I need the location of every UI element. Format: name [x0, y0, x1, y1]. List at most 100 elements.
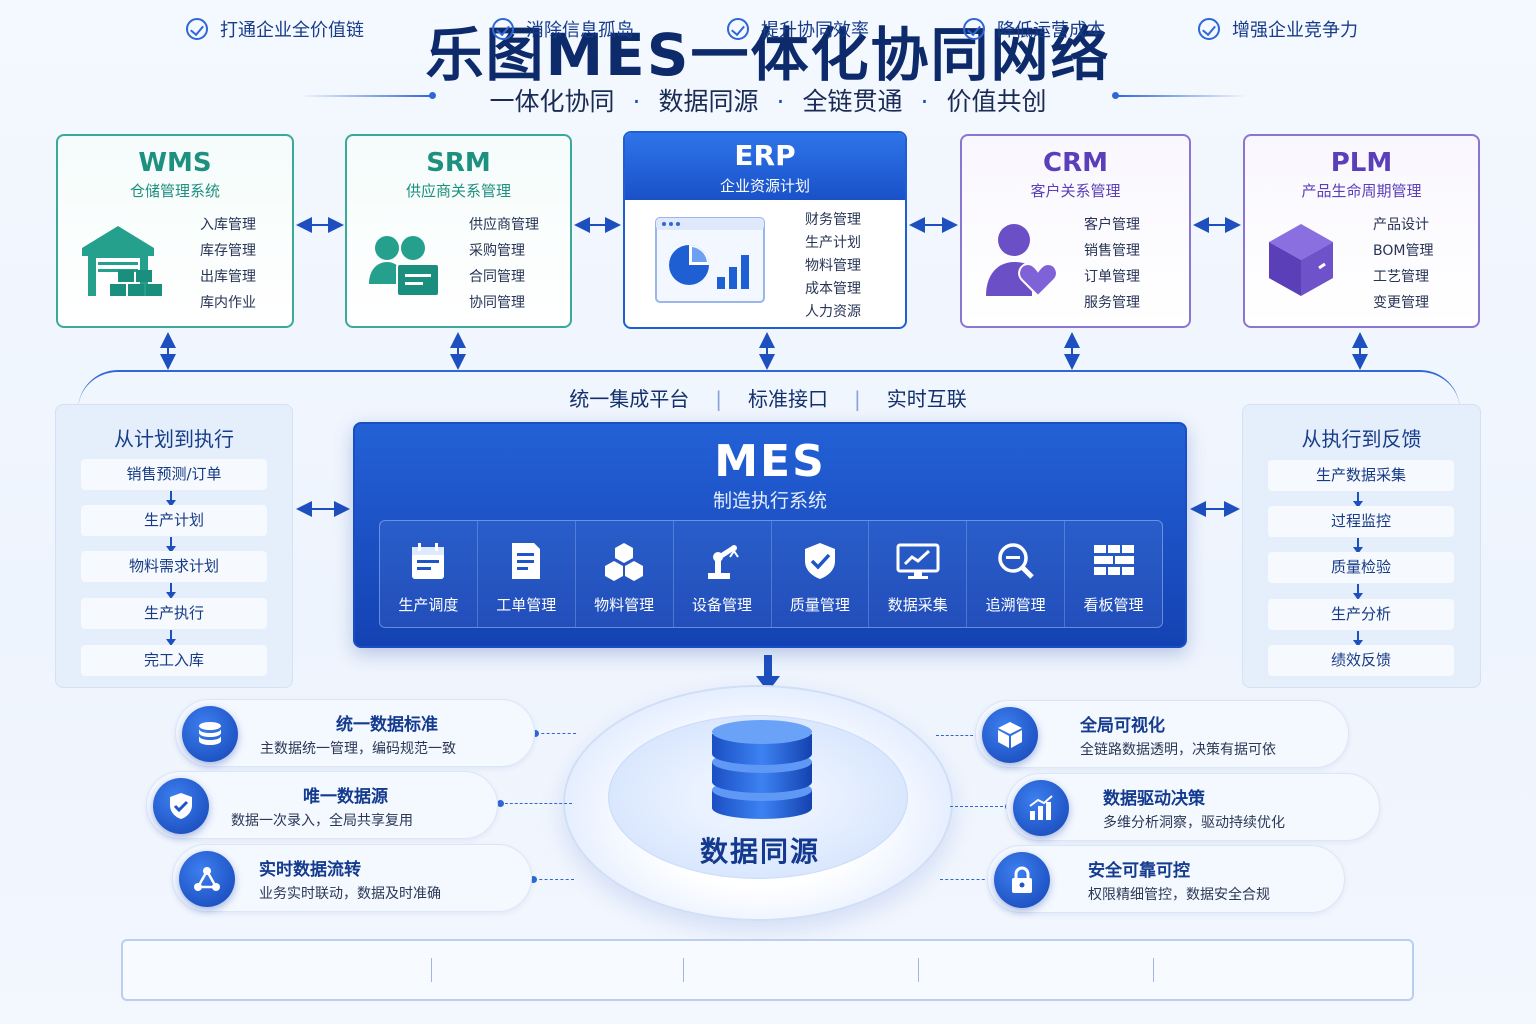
feature-data-driven: 数据驱动决策 多维分析洞察，驱动持续优化	[1006, 773, 1380, 841]
system-item: 财务管理	[805, 212, 861, 228]
feature-connector	[940, 879, 990, 880]
database-icon	[199, 722, 221, 745]
feature-description: 权限精细管控，数据安全合规	[1088, 887, 1270, 903]
cube-icon	[998, 722, 1022, 748]
network-icon	[194, 867, 220, 891]
flow-step: 绩效反馈	[1268, 645, 1454, 676]
system-subtitle: 供应商关系管理	[405, 182, 511, 200]
boxes-icon	[605, 543, 644, 581]
feature-connector	[950, 806, 1008, 807]
feature-realtime-flow: 实时数据流转 业务实时联动，数据及时准确	[172, 844, 532, 912]
tagline: 一体化协同·数据同源·全链贯通·价值共创	[0, 82, 1536, 118]
feature-icon-badge	[982, 707, 1038, 763]
dashboard-chart-icon	[655, 217, 765, 303]
feature-single-source: 唯一数据源 数据一次录入，全局共享复用	[146, 771, 498, 839]
integration-item: 统一集成平台	[569, 387, 690, 411]
feature-title: 安全可靠可控	[1088, 861, 1190, 881]
system-item: 销售管理	[1084, 243, 1140, 259]
mes-module-label: 设备管理	[692, 596, 753, 614]
flow-step: 销售预测/订单	[81, 459, 267, 490]
system-item: 供应商管理	[469, 217, 539, 233]
benefit-item: 降低运营成本	[963, 18, 1105, 44]
system-item: BOM管理	[1373, 243, 1434, 259]
check-circle-icon	[186, 18, 208, 40]
system-item: 入库管理	[200, 217, 256, 233]
feature-icon-badge	[1013, 780, 1069, 836]
mes-module-label: 看板管理	[1083, 596, 1144, 614]
tagline-separator: ·	[776, 87, 785, 116]
system-item: 成本管理	[805, 281, 861, 297]
check-circle-icon	[963, 18, 985, 40]
flow-arrow-down	[1353, 631, 1363, 647]
bar-chart-icon	[1029, 795, 1053, 820]
benefit-label: 增强企业竞争力	[1232, 20, 1358, 41]
customer-heart-icon	[986, 224, 1058, 298]
feature-connector-dot	[497, 800, 504, 807]
check-circle-icon	[1198, 18, 1220, 40]
system-subtitle: 仓储管理系统	[129, 182, 220, 200]
flow-title: 从计划到执行	[114, 427, 234, 451]
flow-step: 生产执行	[81, 598, 267, 629]
benefit-label: 降低运营成本	[997, 20, 1105, 41]
feature-secure-control: 安全可靠可控 权限精细管控，数据安全合规	[987, 845, 1345, 913]
feature-description: 数据一次录入，全局共享复用	[231, 813, 413, 829]
feature-description: 主数据统一管理，编码规范一致	[260, 741, 456, 757]
system-card-srm: SRM 供应商关系管理 供应商管理 采购管理 合同管理 协同管理	[345, 134, 572, 328]
system-item: 库存管理	[200, 243, 256, 259]
tagline-item: 价值共创	[946, 87, 1047, 116]
mes-module-work-order: 工单管理	[478, 521, 576, 627]
system-name: WMS	[138, 148, 212, 178]
shield-check-icon	[804, 543, 835, 579]
lock-icon	[1012, 866, 1032, 893]
system-item: 产品设计	[1373, 217, 1429, 233]
flow-arrow-down	[166, 537, 176, 553]
feature-connector	[534, 879, 574, 880]
flow-arrow-down	[166, 630, 176, 646]
feature-description: 多维分析洞察，驱动持续优化	[1103, 815, 1285, 831]
benefit-divider	[918, 958, 919, 982]
feature-title: 唯一数据源	[303, 787, 388, 807]
benefit-divider	[1153, 958, 1154, 982]
feature-connector	[936, 735, 978, 736]
robot-arm-icon	[708, 545, 739, 579]
check-circle-icon	[727, 18, 749, 40]
flow-title: 从执行到反馈	[1301, 427, 1422, 451]
flow-step: 质量检验	[1268, 552, 1454, 583]
right-flow-panel: 从执行到反馈 生产数据采集 过程监控 质量检验 生产分析 绩效反馈	[1242, 404, 1481, 688]
flow-step: 过程监控	[1268, 506, 1454, 537]
flow-step: 完工入库	[81, 645, 267, 676]
feature-connector-dot	[530, 876, 537, 883]
system-item: 协同管理	[469, 295, 525, 311]
page-title: 乐图MES一体化协同网络	[425, 21, 1111, 89]
mes-module-equipment: 设备管理	[674, 521, 772, 627]
title-rule-left-dot	[429, 92, 436, 99]
feature-title: 统一数据标准	[336, 715, 438, 735]
system-item: 订单管理	[1084, 269, 1140, 285]
feature-description: 全链路数据透明，决策有据可依	[1080, 742, 1276, 758]
feature-title: 实时数据流转	[259, 860, 361, 880]
erp-header	[625, 133, 905, 200]
tagline-separator: ·	[632, 87, 641, 116]
feature-connector-dot	[532, 730, 539, 737]
mes-name: MES	[714, 436, 826, 487]
integration-item: 实时互联	[886, 387, 967, 411]
flow-step: 生产分析	[1268, 599, 1454, 630]
feature-connector	[536, 733, 576, 734]
benefit-divider	[431, 958, 432, 982]
feature-title: 全局可视化	[1080, 716, 1165, 736]
supplier-icon	[369, 236, 440, 297]
cube-icon	[1269, 224, 1333, 296]
flow-arrow-down	[166, 491, 176, 507]
system-subtitle: 产品生命周期管理	[1301, 182, 1422, 200]
warehouse-icon	[82, 226, 162, 296]
system-item: 采购管理	[469, 243, 525, 259]
feature-icon-badge	[994, 852, 1050, 908]
document-icon	[512, 543, 541, 579]
system-item: 生产计划	[805, 235, 861, 251]
system-item: 人力资源	[805, 304, 861, 320]
benefits-bar	[121, 939, 1414, 1001]
benefit-divider	[683, 958, 684, 982]
system-name: ERP	[734, 139, 796, 172]
benefit-label: 消除信息孤岛	[526, 20, 634, 41]
